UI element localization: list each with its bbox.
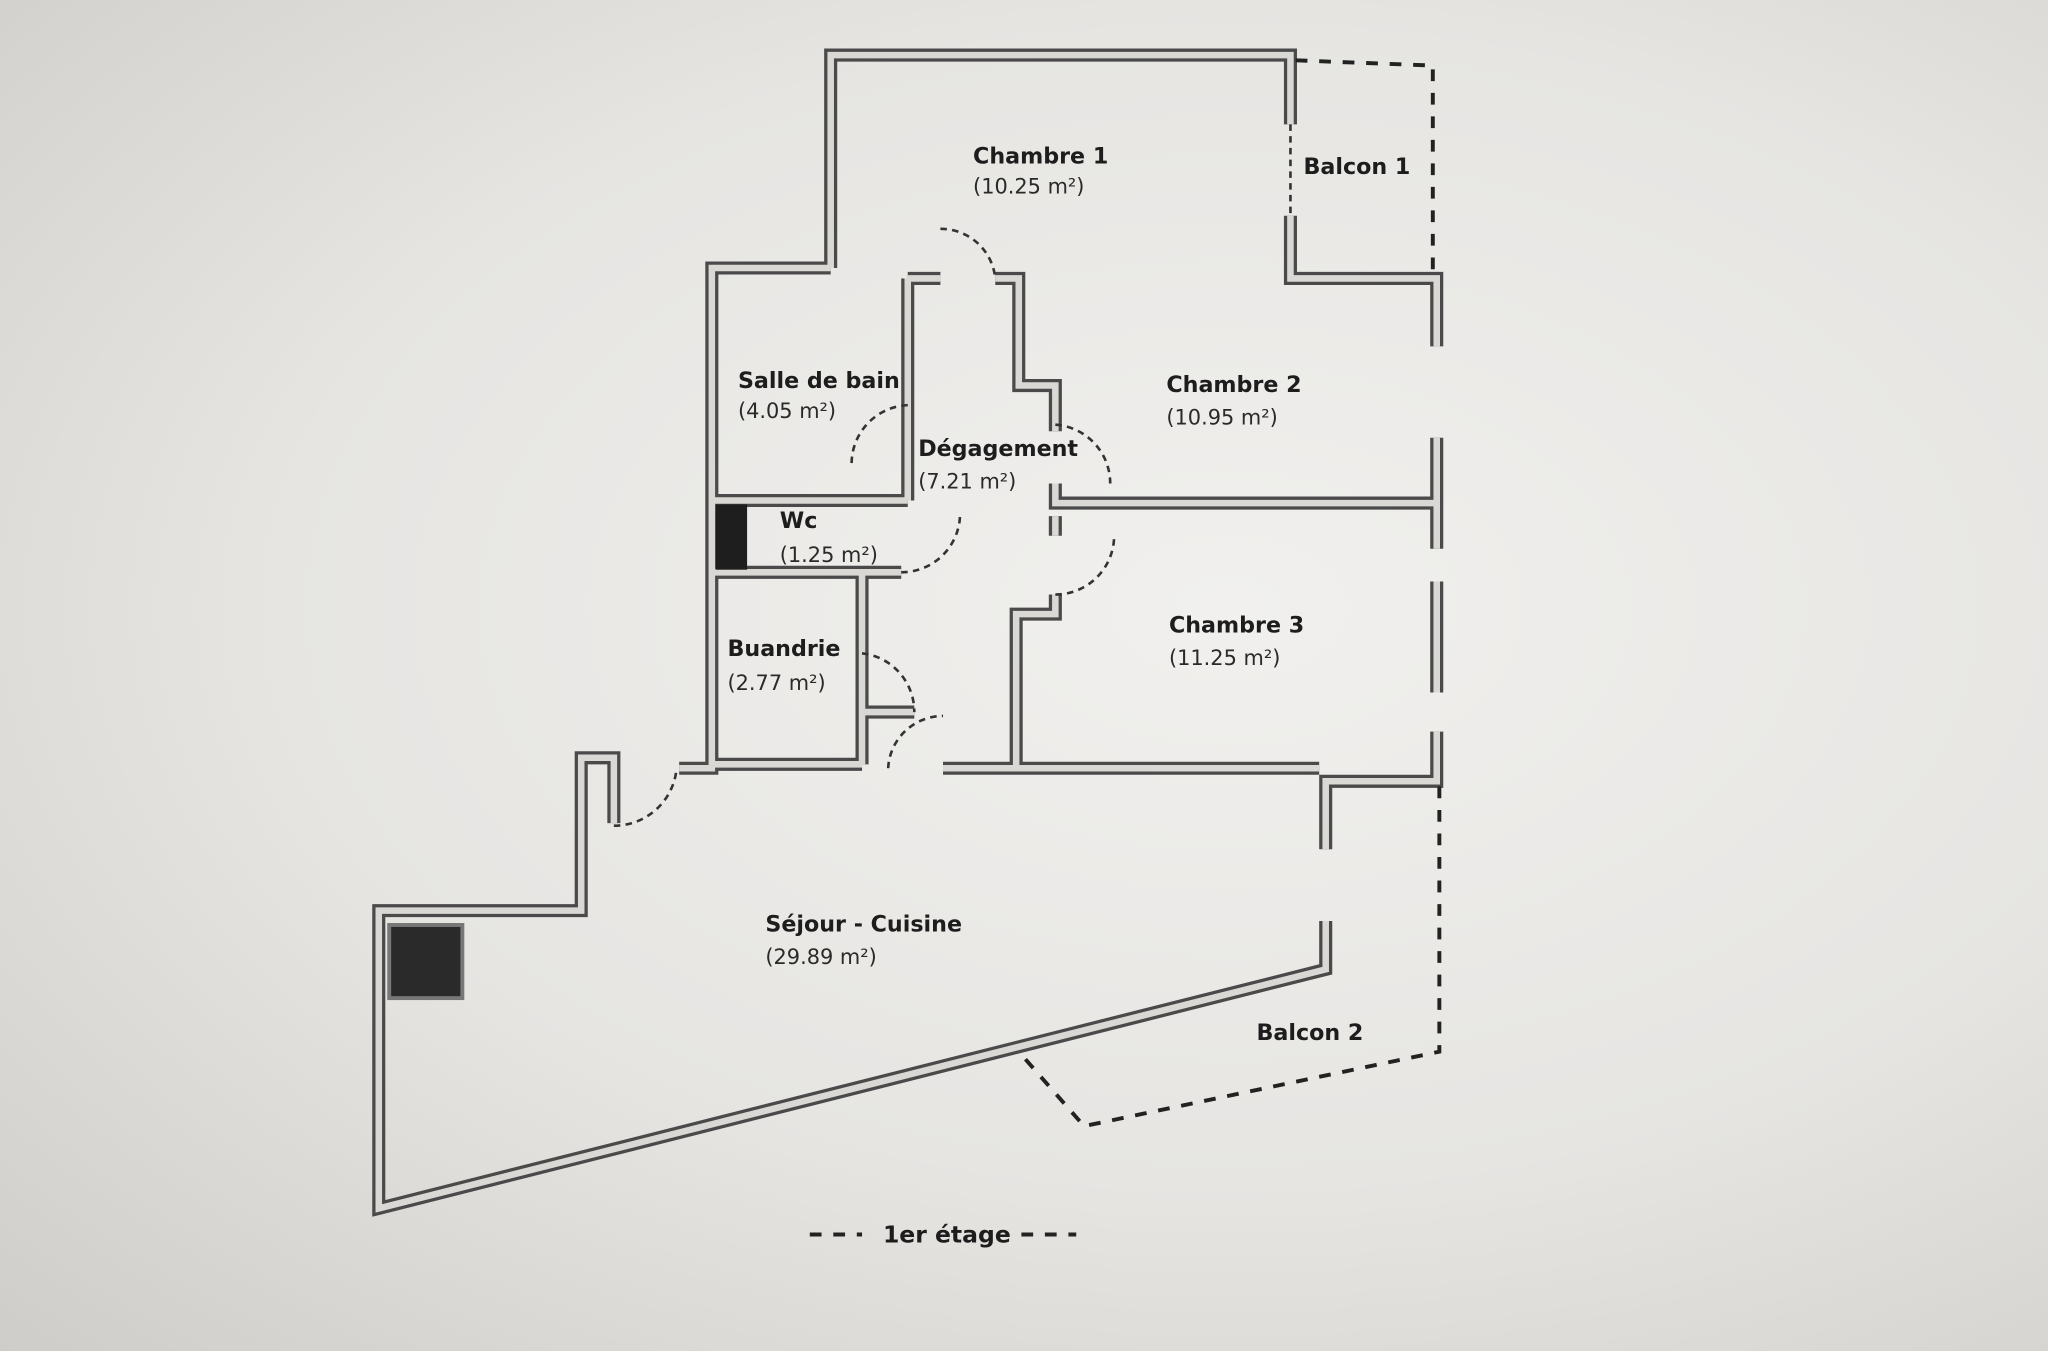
balconies — [1017, 58, 1442, 1129]
room-label: Séjour - Cuisine — [765, 911, 962, 937]
room-label: Chambre 1 — [973, 144, 1108, 170]
room-area: (10.95 m²) — [1166, 406, 1277, 430]
room-area: (1.25 m²) — [780, 543, 878, 567]
door-swings — [613, 124, 1292, 828]
room-area: (29.89 m²) — [765, 945, 876, 969]
room-area: (4.05 m²) — [738, 399, 836, 423]
room-label: Balcon 1 — [1304, 154, 1411, 180]
walls — [372, 48, 1444, 1217]
room-label: Balcon 2 — [1256, 1020, 1363, 1046]
room-label: Chambre 3 — [1169, 612, 1304, 638]
room-label: Buandrie — [728, 636, 841, 662]
balcon-2-outline — [1017, 786, 1442, 1129]
room-area: (2.77 m²) — [728, 671, 826, 695]
chimney-duct-sejour — [387, 923, 465, 1001]
chimney-duct-wc — [715, 504, 748, 570]
room-area: (7.21 m²) — [918, 470, 1016, 494]
room-label: Chambre 2 — [1166, 372, 1301, 398]
floor-label: 1er étage — [883, 1220, 1011, 1248]
room-label: Wc — [780, 508, 818, 534]
room-label: Dégagement — [918, 436, 1078, 462]
room-area: (10.25 m²) — [973, 175, 1084, 199]
room-label: Salle de bain — [738, 368, 900, 394]
room-area: (11.25 m²) — [1169, 646, 1280, 670]
